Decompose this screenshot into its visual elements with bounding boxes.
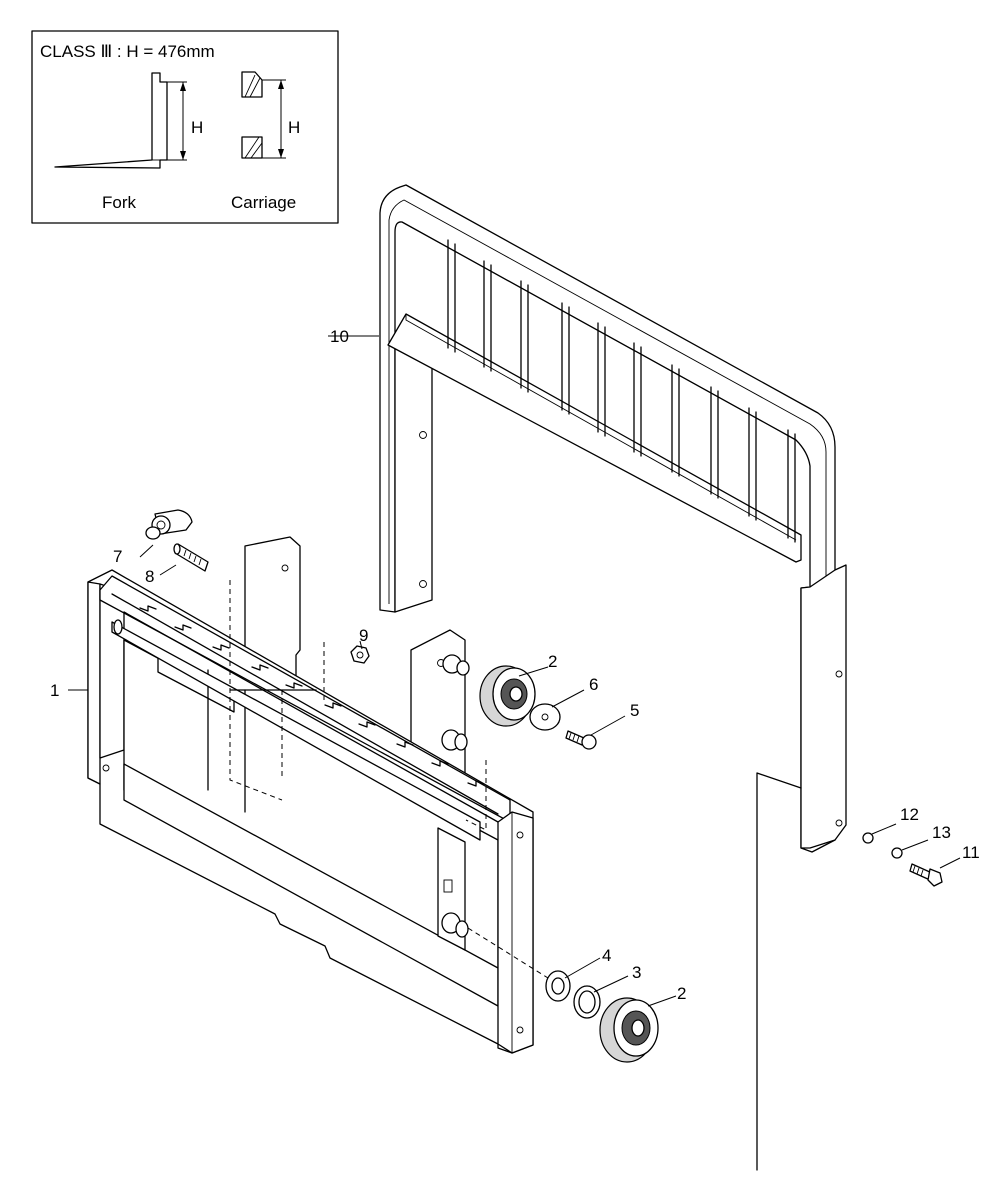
callout-9: 9 bbox=[359, 626, 368, 645]
fork-h-label: H bbox=[191, 118, 203, 137]
part-13-washer bbox=[891, 847, 903, 859]
inset-title: CLASS Ⅲ : H = 476mm bbox=[40, 42, 215, 61]
part-8-spring bbox=[173, 543, 209, 572]
fork-notches bbox=[139, 605, 485, 787]
part-12-washer bbox=[862, 832, 874, 844]
class-inset: CLASS Ⅲ : H = 476mm H H Fork Carriage bbox=[31, 30, 339, 224]
inset-frame bbox=[31, 30, 339, 224]
carriage-roller-shafts bbox=[441, 654, 470, 938]
carriage-label: Carriage bbox=[231, 193, 296, 212]
part-5-bolt bbox=[565, 730, 597, 750]
part-7-pin bbox=[145, 509, 193, 540]
fork-profile: H bbox=[54, 72, 203, 169]
callout-numbers: 1 2 2 3 4 5 6 7 8 9 10 11 12 13 bbox=[50, 327, 980, 1003]
assembly-axis-lower bbox=[467, 927, 549, 979]
part-6-washer bbox=[529, 703, 561, 731]
part-9-nut bbox=[350, 645, 370, 664]
callout-13: 13 bbox=[932, 823, 951, 842]
carriage-h-label: H bbox=[288, 118, 300, 137]
fork-label: Fork bbox=[102, 193, 137, 212]
callout-5: 5 bbox=[630, 701, 639, 720]
callout-8: 8 bbox=[145, 567, 154, 586]
part-11-bolt bbox=[909, 863, 943, 887]
callout-leaders bbox=[68, 335, 961, 1007]
callout-10: 10 bbox=[330, 327, 349, 346]
callout-2-upper: 2 bbox=[548, 652, 557, 671]
carriage-frame bbox=[87, 536, 534, 1054]
callout-11: 11 bbox=[962, 843, 980, 862]
callout-4: 4 bbox=[602, 946, 611, 965]
callout-6: 6 bbox=[589, 675, 598, 694]
load-backrest bbox=[379, 184, 847, 1171]
carriage-profile: H bbox=[241, 71, 300, 159]
part-2-upper-bearing bbox=[479, 665, 536, 727]
callout-12: 12 bbox=[900, 805, 919, 824]
callout-7: 7 bbox=[113, 547, 122, 566]
callout-2-lower: 2 bbox=[677, 984, 686, 1003]
callout-3: 3 bbox=[632, 963, 641, 982]
backrest-vertical-bars bbox=[447, 239, 796, 543]
part-4-washer bbox=[545, 970, 571, 1002]
callout-1: 1 bbox=[50, 681, 59, 700]
part-2-lower-bearing bbox=[599, 997, 659, 1063]
part-3-ring bbox=[573, 985, 601, 1019]
